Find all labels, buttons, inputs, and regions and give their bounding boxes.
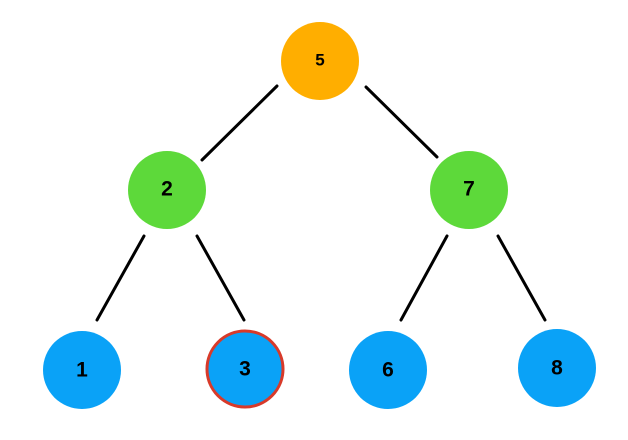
node-leaf-1-label: 1 [76, 359, 88, 382]
node-leaf-8-circle [518, 329, 596, 407]
node-root: 5 [281, 22, 359, 100]
edge-7-6 [399, 234, 449, 322]
node-leaf-3-highlighted: 3 [205, 329, 285, 409]
node-leaf-8-label: 8 [551, 357, 563, 380]
edge-2-1 [95, 234, 146, 322]
node-leaf-6-label: 6 [382, 359, 394, 382]
node-left-child: 2 [128, 151, 206, 229]
node-leaf-1: 1 [43, 331, 121, 409]
edge-7-8 [496, 234, 547, 322]
node-left-child-circle [128, 151, 206, 229]
node-left-child-label: 2 [161, 178, 173, 201]
node-leaf-1-circle [43, 331, 121, 409]
node-leaf-6-circle [349, 331, 427, 409]
node-right-child-circle [430, 151, 508, 229]
node-leaf-3-label: 3 [239, 358, 251, 381]
node-leaf-6: 6 [349, 331, 427, 409]
node-right-child-label: 7 [463, 178, 475, 201]
node-leaf-8: 8 [518, 329, 596, 407]
node-root-circle [281, 22, 359, 100]
node-leaf-3-circle [205, 329, 285, 409]
node-root-label: 5 [315, 50, 324, 69]
edge-2-3 [195, 234, 246, 322]
edge-5-7 [364, 85, 439, 159]
edge-5-2 [200, 84, 279, 162]
node-right-child: 7 [430, 151, 508, 229]
